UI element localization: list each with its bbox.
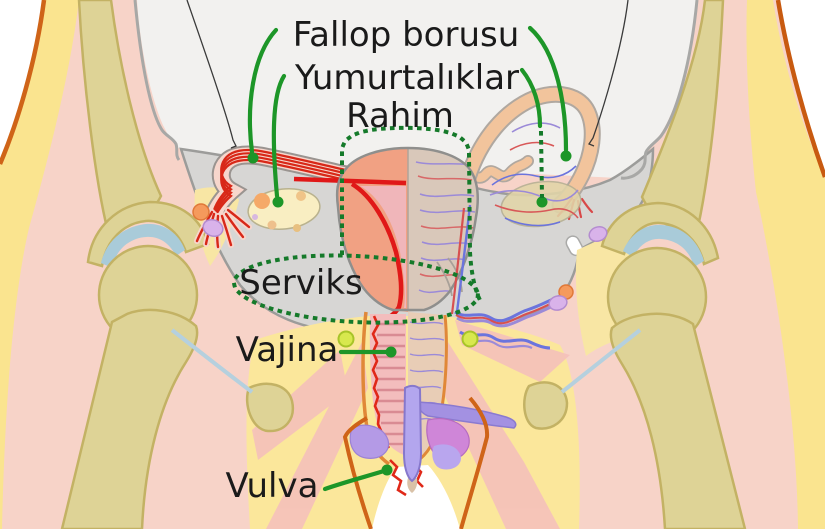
skeleton: [60, 0, 747, 529]
vein-dot-right-upper: [588, 225, 608, 243]
fat-layer-left: [0, 0, 79, 529]
abdominal-interior: [137, 0, 697, 179]
leader-fallop-right: [527, 25, 569, 153]
outside-body-right: [779, 0, 825, 176]
label-rahim: Rahim: [346, 96, 454, 136]
thigh-crease-left: [342, 416, 373, 529]
dotted-ovary-right: [538, 130, 545, 199]
body-contour-left: [0, 0, 47, 165]
lymph-node-right: [461, 330, 479, 348]
ischium-left: [245, 382, 295, 433]
dotted-serviks-region: [232, 253, 480, 325]
muscle-band-right-1: [442, 342, 560, 529]
leader-dot-vulva: [381, 464, 393, 476]
ligament-left: [170, 328, 254, 394]
muscle-band-left-2: [252, 350, 348, 460]
urethra-vestibule-group: [349, 384, 517, 493]
ischium-right: [523, 381, 569, 430]
tube-right: [461, 87, 599, 212]
label-fallop-borusu: Fallop borusu: [292, 15, 520, 55]
lymph-node-left: [337, 330, 355, 348]
label-yumurtaliklar: Yumurtalıklar: [294, 58, 520, 98]
femur-left: [60, 308, 199, 529]
uterus-group: [293, 146, 480, 325]
fallopian-tube-left-group: [194, 145, 360, 250]
endometrium: [360, 186, 406, 308]
leader-dot-vajina: [385, 346, 397, 358]
vagina-left-wall-line: [371, 315, 391, 449]
vein-dot-right: [548, 295, 568, 311]
label-vulva: Vulva: [225, 466, 319, 506]
vessel-dots: [192, 203, 608, 348]
vein-dot-left: [202, 218, 224, 238]
tube-lumen-line: [293, 176, 407, 186]
tube-left-stripes: [212, 148, 351, 221]
thigh-crease-right: [459, 396, 490, 529]
vestibular-bulb-left: [349, 424, 390, 459]
leader-dot-fallop-right: [560, 150, 572, 162]
label-vajina: Vajina: [235, 330, 339, 370]
body-contour-right: [775, 0, 825, 178]
leader-dots: [247, 150, 572, 476]
body-edge-left: [133, 0, 181, 161]
ovary-left-follicles: [252, 191, 306, 232]
leader-dot-ovary-left: [272, 196, 284, 208]
cartilage-left: [101, 223, 185, 268]
leader-dot-ovary-right: [536, 196, 548, 208]
outside-body-left: [0, 0, 45, 163]
artery-dot-left: [192, 203, 210, 221]
pointer-line-left: [186, 0, 237, 149]
leader-dot-fallop-left: [247, 152, 259, 164]
body-edge-right: [620, 0, 699, 180]
urethra-tip: [407, 478, 418, 493]
pointer-line-right: [588, 0, 629, 147]
uterus-outline: [335, 146, 480, 312]
leader-ovary-left: [271, 73, 287, 199]
leader-ovary-right: [519, 67, 543, 129]
vagina-rugae: [376, 322, 405, 446]
urethra: [402, 384, 423, 483]
dotted-regions: [232, 125, 545, 325]
acetabulum-right: [600, 201, 720, 266]
muscle-bands: [252, 320, 570, 529]
leader-vulva: [322, 468, 387, 492]
leader-lines: [247, 25, 569, 492]
annotations: [186, 0, 629, 492]
ligament-right: [560, 328, 642, 394]
leader-fallop-left: [247, 27, 279, 155]
femur-right: [609, 312, 747, 529]
fat-layer-right: [746, 0, 825, 529]
vestibular-gland-right: [432, 444, 461, 470]
cartilage-right: [623, 224, 704, 267]
dotted-rahim-region: [340, 125, 482, 301]
label-serviks: Serviks: [239, 263, 363, 303]
vulva-gap: [372, 465, 460, 529]
